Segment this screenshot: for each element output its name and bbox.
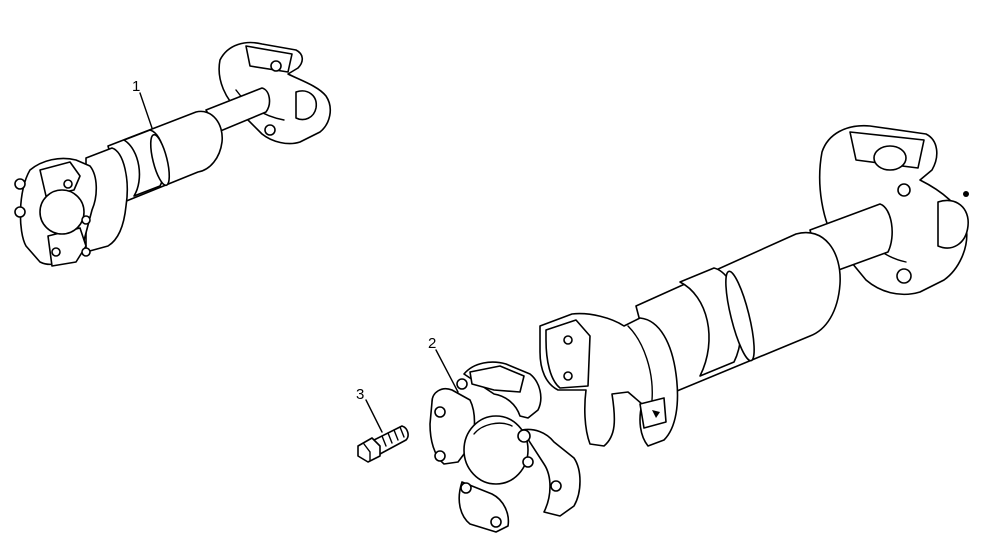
callout-label-3: 3: [356, 386, 364, 403]
drive-shaft-large: [539, 125, 969, 447]
universal-joint-cross: [429, 361, 581, 533]
far-yoke-small: [218, 41, 332, 145]
near-yoke-large: [539, 312, 679, 447]
hex-bolt: [357, 425, 409, 463]
callout-label-2: 2: [428, 335, 436, 352]
callout-1: 1: [132, 78, 153, 129]
shaft-tube-thin-small: [205, 87, 271, 133]
callout-2: 2: [428, 335, 459, 393]
near-yoke-small: [14, 147, 129, 267]
callout-label-1: 1: [132, 78, 140, 95]
callout-3: 3: [356, 386, 383, 433]
drive-shaft-assembly-small: [14, 41, 332, 267]
